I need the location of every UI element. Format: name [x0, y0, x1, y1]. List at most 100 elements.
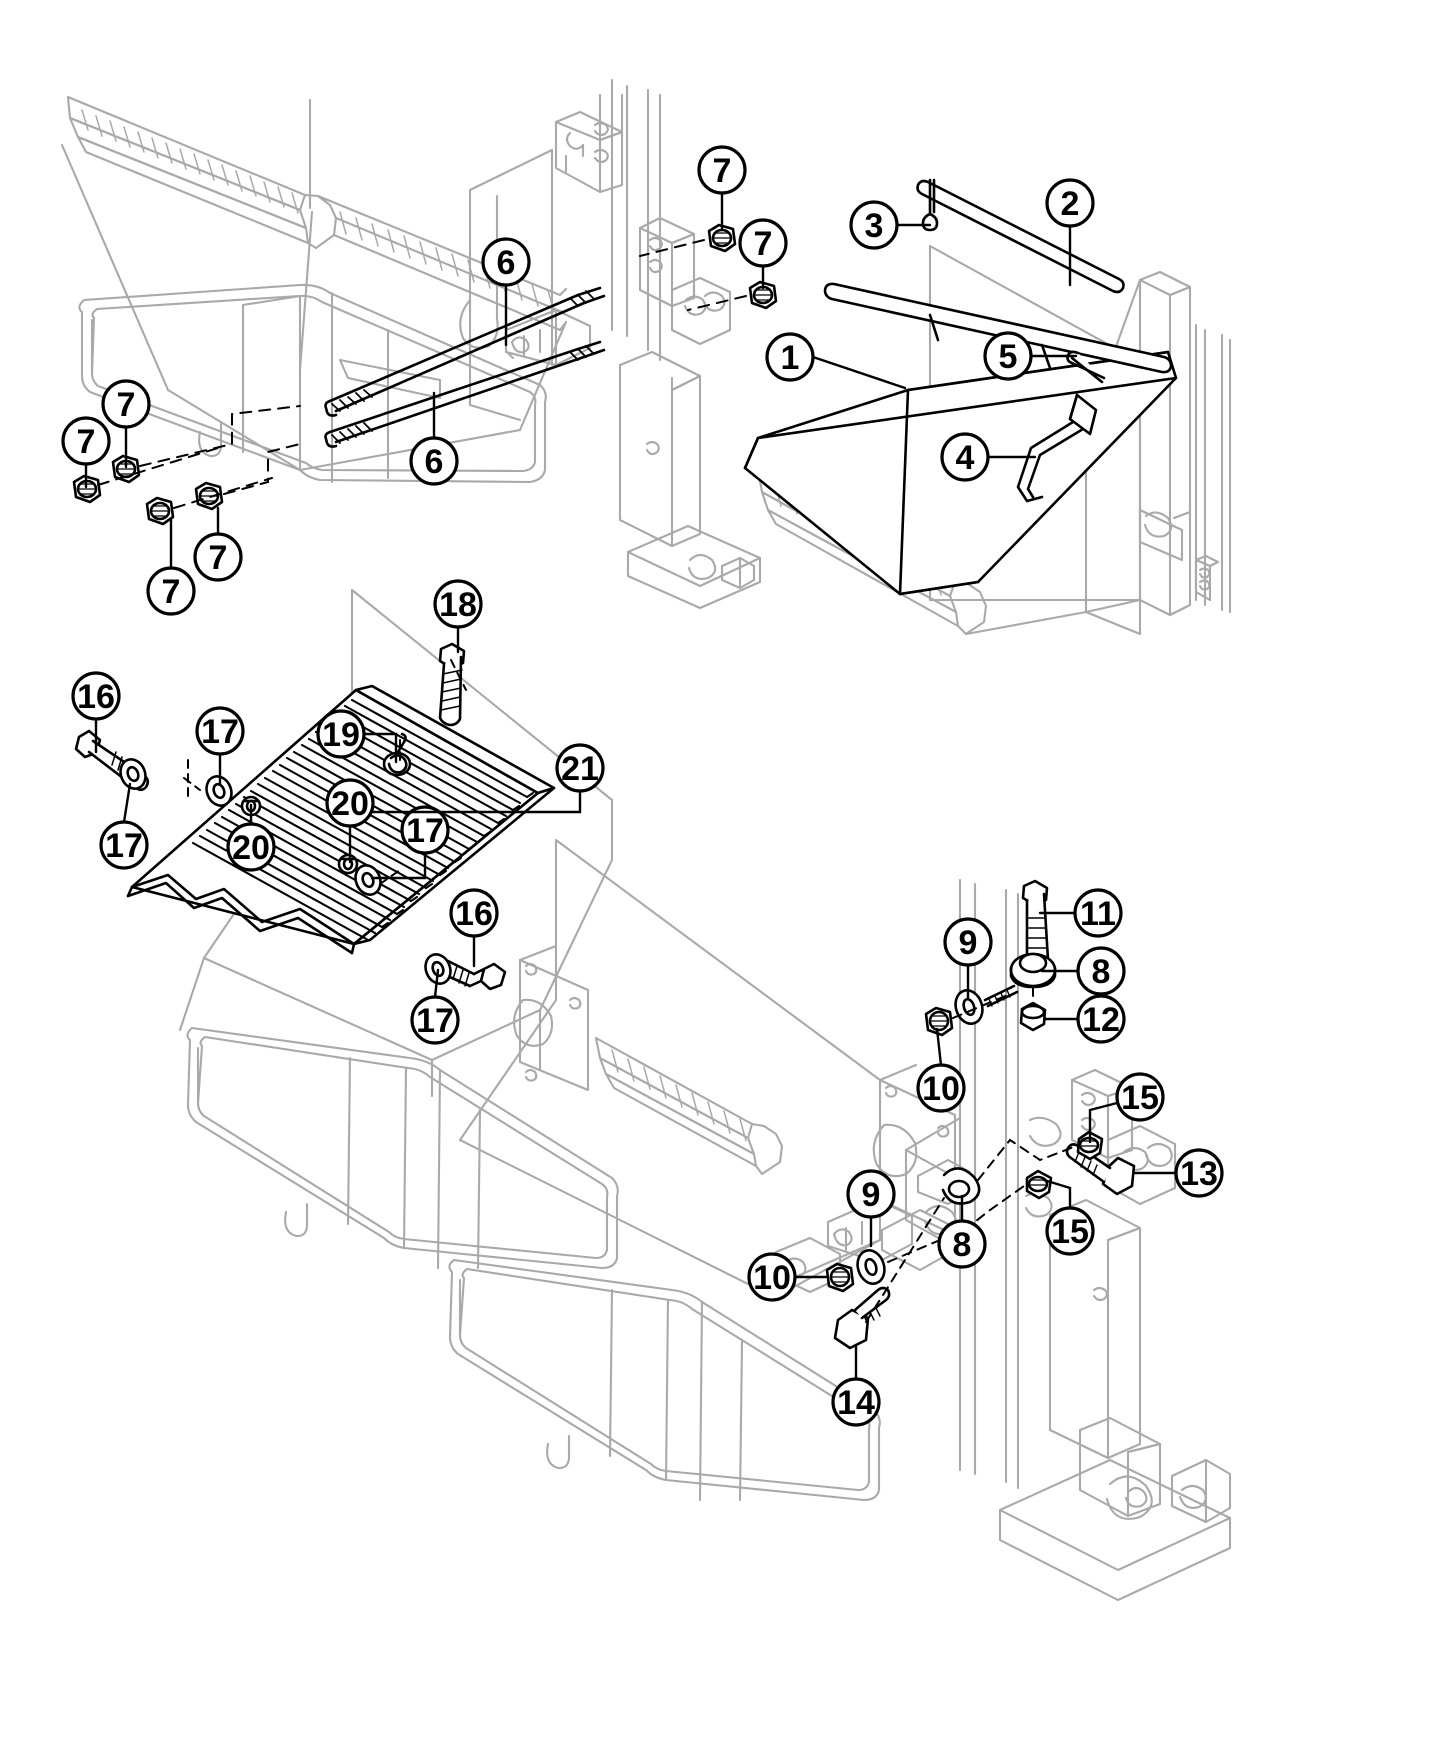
callout-circle[interactable] [831, 1377, 881, 1427]
part-8-bushing-lower[interactable] [941, 1167, 981, 1205]
callout-circle[interactable] [146, 566, 196, 616]
part-17-washer-grate-a[interactable] [202, 773, 235, 810]
part-4-latch-rod[interactable] [1016, 393, 1098, 503]
part-12-hex-nut[interactable] [1019, 1001, 1047, 1032]
callout-circle[interactable] [1045, 1206, 1095, 1256]
callout-17[interactable]: 17 [195, 706, 245, 786]
callout-6[interactable]: 6 [409, 391, 459, 486]
callout-18[interactable]: 18 [433, 579, 483, 654]
part-2-rod-on-hood[interactable] [823, 282, 1173, 374]
callout-circle[interactable] [846, 1169, 896, 1219]
callout-20[interactable]: 20 [226, 803, 276, 872]
callout-circle[interactable] [433, 579, 483, 629]
callout-circle[interactable] [409, 436, 459, 486]
callout-8[interactable]: 8 [1040, 946, 1126, 996]
callout-12[interactable]: 12 [1042, 994, 1126, 1044]
callout-4[interactable]: 4 [940, 432, 1037, 482]
callout-circle[interactable] [400, 805, 450, 855]
callout-6[interactable]: 6 [481, 237, 531, 347]
callout-9[interactable]: 9 [846, 1169, 896, 1248]
callout-circle[interactable] [555, 743, 605, 793]
callout-circle[interactable] [99, 820, 149, 870]
part-stud-upper[interactable] [983, 984, 1019, 1008]
callout-circle[interactable] [1115, 1072, 1165, 1122]
callout-16[interactable]: 16 [71, 671, 121, 754]
callout-17[interactable]: 17 [370, 805, 450, 880]
callout-circle[interactable] [481, 237, 531, 287]
part-2-rod-long[interactable] [916, 179, 1125, 294]
callout-circle[interactable] [943, 917, 993, 967]
callout-2[interactable]: 2 [1045, 178, 1095, 287]
callout-15[interactable]: 15 [1042, 1178, 1095, 1256]
callout-15[interactable]: 15 [1088, 1072, 1165, 1144]
callout-circle[interactable] [1073, 888, 1123, 938]
callout-circle[interactable] [193, 532, 243, 582]
callout-8[interactable]: 8 [937, 1194, 987, 1269]
callout-17[interactable]: 17 [410, 968, 460, 1045]
callout-14[interactable]: 14 [831, 1343, 881, 1427]
callout-circle[interactable] [101, 379, 151, 429]
callout-7[interactable]: 7 [61, 416, 111, 489]
callout-circle[interactable] [1045, 178, 1095, 228]
part-7-flange-nut-d[interactable] [194, 481, 224, 511]
callout-circle[interactable] [61, 416, 111, 466]
callout-circle[interactable] [849, 200, 899, 250]
callout-circle[interactable] [316, 709, 366, 759]
callout-7[interactable]: 7 [193, 506, 243, 582]
callout-17[interactable]: 17 [99, 782, 149, 870]
callout-circle[interactable] [1174, 1148, 1224, 1198]
callout-19[interactable]: 19 [316, 709, 398, 764]
part-7-flange-nut-a[interactable] [72, 474, 102, 504]
callout-21[interactable]: 21 [370, 743, 605, 814]
part-6-tie-rod-lower[interactable] [324, 340, 606, 448]
callout-circle[interactable] [449, 888, 499, 938]
part-13-hex-bolt-short[interactable] [1065, 1143, 1136, 1196]
callout-circle[interactable] [983, 331, 1033, 381]
part-10-lock-nut-upper[interactable] [924, 1006, 954, 1037]
callout-3[interactable]: 3 [849, 200, 932, 250]
callout-circle[interactable] [1076, 946, 1126, 996]
callout-circle[interactable] [325, 778, 375, 828]
callout-7[interactable]: 7 [697, 145, 747, 230]
part-20-grate-stud-b[interactable] [337, 853, 359, 875]
callout-circle[interactable] [940, 432, 990, 482]
callout-7[interactable]: 7 [738, 218, 788, 290]
callout-9[interactable]: 9 [943, 917, 993, 1001]
callout-1[interactable]: 1 [765, 332, 907, 390]
callout-circle[interactable] [937, 1219, 987, 1269]
callout-circle[interactable] [697, 145, 747, 195]
callout-5[interactable]: 5 [983, 331, 1078, 381]
part-17-washer-left[interactable] [116, 756, 149, 793]
part-15-hex-nut-b[interactable] [1025, 1169, 1053, 1200]
callout-circle[interactable] [916, 1063, 966, 1113]
callout-circle[interactable] [765, 332, 815, 382]
part-7-flange-nut-b[interactable] [111, 454, 141, 484]
callout-circle[interactable] [226, 822, 276, 872]
part-19-grate-fastener[interactable] [382, 732, 412, 777]
callout-circle[interactable] [195, 706, 245, 756]
part-3-cotter-pin[interactable] [921, 178, 939, 232]
part-9-washer-lower[interactable] [853, 1247, 888, 1287]
callout-circle[interactable] [738, 218, 788, 268]
part-7-flange-nut-f[interactable] [748, 280, 778, 310]
part-14-shoulder-bolt[interactable] [833, 1286, 891, 1350]
callout-7[interactable]: 7 [146, 518, 196, 616]
callout-circle[interactable] [747, 1252, 797, 1302]
callout-16[interactable]: 16 [449, 888, 499, 968]
part-7-flange-nut-e[interactable] [707, 223, 737, 253]
part-9-washer-upper[interactable] [951, 987, 986, 1027]
callout-10[interactable]: 10 [747, 1252, 828, 1302]
part-6-tie-rod-upper[interactable] [324, 286, 606, 417]
callout-circle[interactable] [1076, 994, 1126, 1044]
callout-circle[interactable] [71, 671, 121, 721]
callout-20[interactable]: 20 [325, 778, 375, 864]
callout-7[interactable]: 7 [101, 379, 151, 469]
part-10-lock-nut-lower[interactable] [825, 1262, 855, 1293]
part-17-washer-grate-b[interactable] [351, 862, 384, 899]
callout-circle[interactable] [410, 995, 460, 1045]
callout-11[interactable]: 11 [1038, 888, 1123, 938]
part-7-flange-nut-c[interactable] [145, 496, 175, 526]
callout-10[interactable]: 10 [916, 1027, 966, 1113]
callout-13[interactable]: 13 [1133, 1148, 1224, 1198]
